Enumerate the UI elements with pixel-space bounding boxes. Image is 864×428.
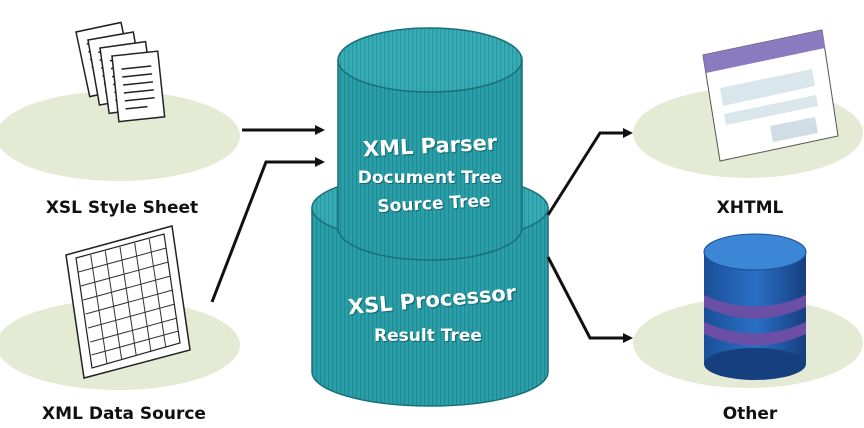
stylesheet-backdrop bbox=[0, 91, 240, 181]
parser-document-tree: Document Tree bbox=[357, 168, 503, 188]
processor-result-tree: Result Tree bbox=[374, 326, 482, 346]
browser-window-icon bbox=[702, 29, 839, 162]
processor-to-xhtml-arrow bbox=[546, 128, 633, 216]
processor-to-other-arrow bbox=[546, 256, 633, 343]
stylesheet-label: XSL Style Sheet bbox=[45, 198, 199, 218]
datasource-label: XML Data Source bbox=[42, 404, 206, 424]
data-grid-icon bbox=[65, 225, 191, 379]
xml-parser-cylinder bbox=[337, 27, 523, 261]
database-icon bbox=[703, 233, 807, 380]
document-stack-icon bbox=[75, 21, 166, 123]
datasource-to-parser-arrow bbox=[210, 157, 325, 303]
other-label: Other bbox=[722, 404, 778, 424]
xhtml-label: XHTML bbox=[716, 198, 784, 218]
